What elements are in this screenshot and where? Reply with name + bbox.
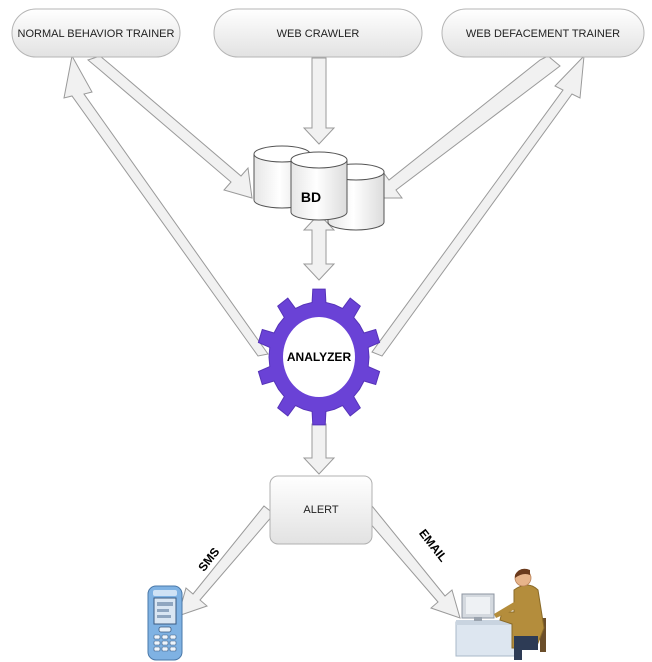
database-icon: BD xyxy=(253,145,385,231)
analyzer-gear-icon: ANALYZER xyxy=(257,288,381,426)
arrow-db-analyzer-bidirectional xyxy=(302,213,336,281)
arrow-analyzer-to-normal-trainer xyxy=(63,54,269,357)
arrow-analyzer-to-defacement-trainer xyxy=(371,54,585,357)
normal-behavior-trainer-node: NORMAL BEHAVIOR TRAINER xyxy=(11,8,181,58)
arrow-crawler-to-db xyxy=(302,57,336,145)
arrow-alert-to-phone xyxy=(177,505,275,617)
person-at-computer-icon xyxy=(455,568,546,660)
email-label: EMAIL xyxy=(416,527,450,565)
web-defacement-trainer-label: WEB DEFACEMENT TRAINER xyxy=(466,28,620,40)
arrow-normal-trainer-to-db xyxy=(86,55,253,199)
mobile-phone-icon xyxy=(147,585,183,661)
arrow-alert-to-user xyxy=(361,505,461,619)
alert-node: ALERT xyxy=(269,475,373,545)
arrow-defacement-trainer-to-db xyxy=(372,55,561,199)
alert-label: ALERT xyxy=(303,504,339,516)
web-crawler-node: WEB CRAWLER xyxy=(213,8,423,58)
analyzer-label: ANALYZER xyxy=(287,350,352,364)
database-label: BD xyxy=(301,189,321,205)
web-crawler-label: WEB CRAWLER xyxy=(277,28,360,40)
arrow-analyzer-to-alert xyxy=(302,423,336,475)
normal-behavior-trainer-label: NORMAL BEHAVIOR TRAINER xyxy=(18,28,175,40)
web-defacement-trainer-node: WEB DEFACEMENT TRAINER xyxy=(441,8,645,58)
